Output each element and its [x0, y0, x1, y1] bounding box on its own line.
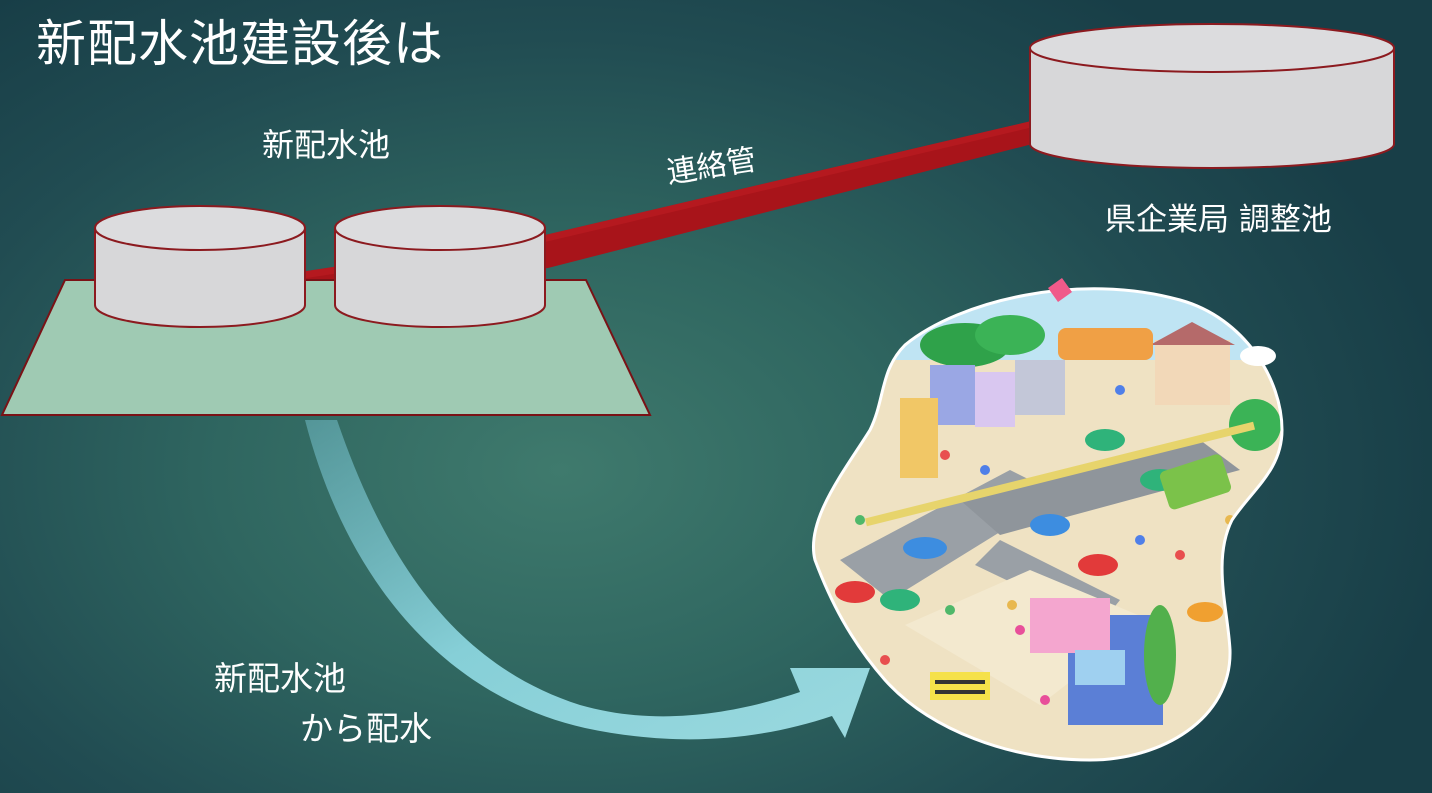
new-reservoir-label: 新配水池 — [262, 126, 391, 164]
new-reservoir-tank-right — [334, 205, 546, 328]
cloud-icon — [1240, 346, 1276, 366]
distribution-label-line2: から配水 — [300, 709, 432, 748]
town-outline — [812, 287, 1284, 762]
prefecture-reservoir-label: 県企業局 調整池 — [1105, 202, 1332, 238]
distribution-label-line1: 新配水池 — [214, 659, 346, 698]
page-title: 新配水池建設後は — [36, 15, 444, 73]
kite-icon — [1048, 278, 1072, 302]
prefecture-reservoir-tank — [1029, 23, 1395, 169]
distribution-arrow — [305, 420, 870, 740]
town-illustration — [813, 288, 1282, 760]
new-reservoir-tank-left — [94, 205, 306, 328]
